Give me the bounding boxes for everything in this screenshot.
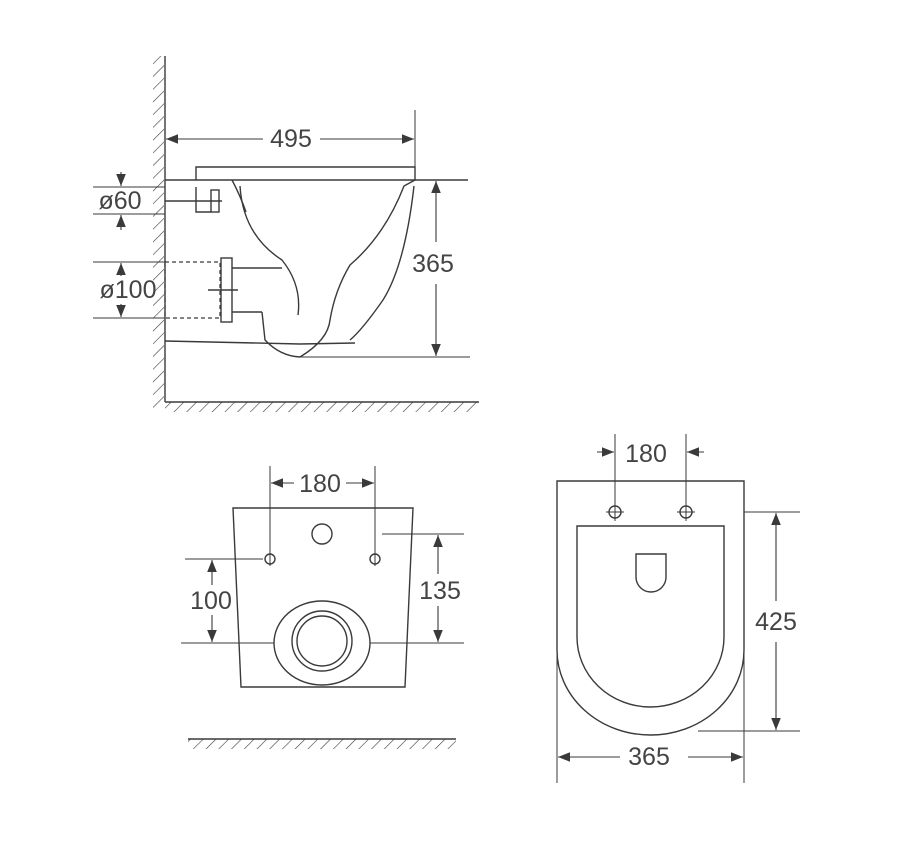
dim-label-outlet: ø100: [100, 276, 157, 304]
back-view: 180 100 135: [181, 466, 464, 749]
dim-label-back-135: 135: [419, 577, 461, 605]
side-view: 495 365 ø60 ø100: [93, 56, 479, 412]
dim-top-425: 425: [698, 511, 800, 732]
dim-outlet: ø100: [93, 261, 165, 319]
bowl-top-outline: [556, 480, 745, 736]
outlet-ring-mid: [291, 610, 353, 672]
dim-label-top-425: 425: [755, 608, 797, 636]
dim-label-inlet: ø60: [98, 187, 141, 215]
wall-hatch: [153, 56, 166, 408]
dim-label-365-height: 365: [412, 250, 454, 278]
dim-label-top-365: 365: [628, 743, 670, 771]
dim-label-top-180: 180: [625, 440, 667, 468]
bowl-opening: [576, 525, 725, 708]
outlet-ring-outer: [273, 600, 371, 686]
dim-495: 495: [166, 110, 416, 167]
dim-label-back-180: 180: [299, 470, 341, 498]
outlet-ring-inner: [296, 615, 348, 667]
bowl-side-outline: [164, 166, 468, 358]
dim-top-180: 180: [597, 440, 704, 468]
dim-back-180: 180: [269, 466, 376, 566]
flush-outlet: [635, 553, 667, 593]
seat-bolt-right: [677, 434, 695, 521]
dim-label-back-100: 100: [190, 587, 232, 615]
dim-back-100: 100: [181, 558, 274, 644]
dim-inlet: ø60: [93, 172, 165, 230]
back-plate-outline: [232, 507, 414, 688]
back-floor-hatch: [188, 738, 456, 749]
floor-hatch: [165, 401, 479, 412]
top-view: 180 425 365: [556, 434, 800, 783]
dim-365-height: 365: [300, 179, 470, 358]
dim-back-135: 135: [370, 533, 464, 644]
inlet-hole: [311, 523, 333, 545]
seat-bolt-left: [606, 434, 624, 521]
dim-top-365: 365: [556, 650, 745, 783]
dim-label-495: 495: [270, 125, 312, 153]
